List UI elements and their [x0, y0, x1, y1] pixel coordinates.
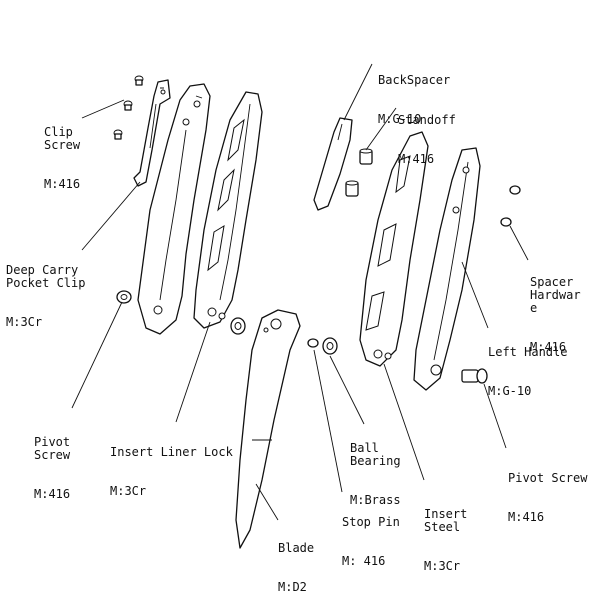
label-pivot-screw-left: Pivot Screw M:416: [34, 410, 70, 514]
ball-bearing-part: [322, 337, 338, 355]
label-pivot-screw-right-material: M:416: [508, 510, 545, 524]
label-spacer-hardware-name: Spacer Hardwar e: [530, 275, 581, 315]
insert-steel-part: [359, 131, 429, 367]
label-insert-steel-material: M:3Cr: [424, 559, 461, 573]
label-stop-pin: Stop Pin M: 416: [342, 490, 400, 581]
leader-lines: [71, 63, 529, 521]
label-deep-carry-name: Deep Carry Pocket Clip: [6, 263, 86, 290]
label-backspacer: BackSpacer M:G-10: [378, 48, 450, 139]
label-pivot-screw-left-material: M:416: [34, 487, 71, 501]
label-stop-pin-material: M: 416: [342, 554, 386, 568]
label-spacer-hardware-material: M:416: [530, 340, 567, 354]
pocket-clip: [133, 79, 171, 187]
pivot-screw-left: [116, 290, 132, 304]
label-deep-carry-material: M:3Cr: [6, 315, 43, 329]
clip-screws: [113, 75, 144, 140]
label-clip-screw-name: Clip Screw: [44, 125, 81, 152]
label-blade-material: M:D2: [278, 580, 307, 594]
standoffs: [345, 148, 373, 197]
left-scale: [137, 83, 211, 335]
label-standoff: Standoff M:416: [398, 88, 456, 179]
blade: [235, 309, 301, 549]
label-backspacer-material: M:G-10: [378, 112, 422, 126]
label-blade: Blade M:D2: [278, 516, 314, 607]
label-standoff-material: M:416: [398, 152, 435, 166]
label-pivot-screw-left-name: Pivot Screw: [34, 435, 71, 462]
label-insert-liner: Insert Liner Lock M:3Cr: [110, 420, 233, 511]
label-standoff-name: Standoff: [398, 113, 456, 127]
label-stop-pin-name: Stop Pin: [342, 515, 400, 529]
label-clip-screw: Clip Screw M:416: [44, 100, 80, 204]
label-backspacer-name: BackSpacer: [378, 73, 451, 87]
insert-liner-lock: [193, 91, 263, 329]
left-handle-part: [413, 147, 481, 391]
label-insert-liner-name: Insert Liner Lock: [110, 445, 233, 459]
label-deep-carry: Deep Carry Pocket Clip M:3Cr: [6, 238, 85, 342]
label-ball-bearing: Ball Bearing M:Brass: [350, 416, 401, 520]
label-ball-bearing-name: Ball Bearing: [350, 441, 401, 468]
label-left-handle-name: Left Handle: [488, 345, 568, 359]
washer: [230, 317, 246, 335]
label-left-handle-material: M:G-10: [488, 384, 532, 398]
stop-pin-part: [307, 338, 319, 348]
label-clip-screw-material: M:416: [44, 177, 81, 191]
label-pivot-screw-right: Pivot Screw M:416: [508, 446, 587, 537]
label-left-handle: Left Handle M:G-10: [488, 320, 567, 411]
label-insert-steel: Insert Steel M:3Cr: [424, 482, 467, 586]
label-pivot-screw-right-name: Pivot Screw: [508, 471, 588, 485]
label-spacer-hardware: Spacer Hardwar e M:416: [530, 250, 581, 367]
label-insert-steel-name: Insert Steel: [424, 507, 468, 534]
label-blade-name: Blade: [278, 541, 315, 555]
spacer-hardware-part: [500, 185, 521, 227]
label-ball-bearing-material: M:Brass: [350, 493, 401, 507]
pivot-screw-right-part: [461, 368, 488, 384]
backspacer-part: [313, 117, 353, 211]
label-insert-liner-material: M:3Cr: [110, 484, 147, 498]
